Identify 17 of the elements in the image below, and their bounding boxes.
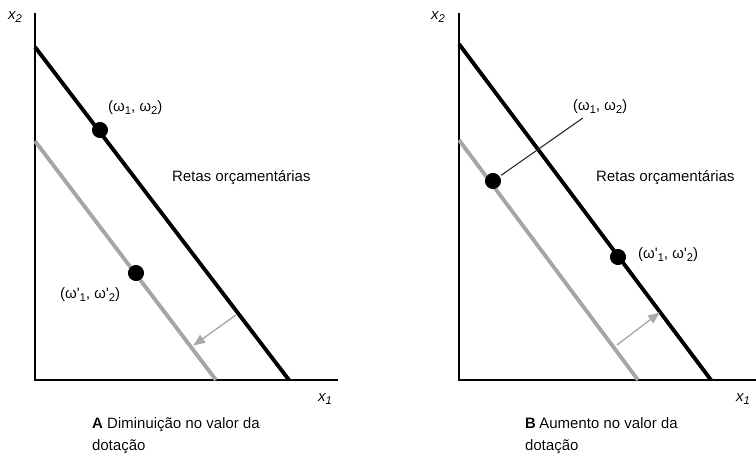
panel-caption: A Diminuição no valor da dotação xyxy=(92,414,261,456)
endowment-point xyxy=(610,249,626,265)
endowment-point xyxy=(128,265,144,281)
curve-label: Retas orçamentárias xyxy=(596,167,736,187)
axis-label: x$_{1}$ xyxy=(318,387,333,408)
curve-label: Retas orçamentárias xyxy=(172,167,312,187)
point-label: (ω$_{1}$, ω$_{2}$) xyxy=(108,97,162,118)
leader-line xyxy=(500,117,584,176)
axis-label: x$_{2}$ xyxy=(431,5,446,26)
point-label: (ω'$_{1}$, ω'$_{2}$) xyxy=(60,284,120,306)
endowment-point xyxy=(92,122,108,138)
axis-label: x$_{1}$ xyxy=(736,387,751,408)
point-label: (ω'$_{1}$, ω'$_{2}$) xyxy=(638,244,698,266)
endowment-point xyxy=(485,173,501,189)
point-label: (ω$_{1}$, ω$_{2}$) xyxy=(572,96,628,118)
axis-label: x$_{2}$ xyxy=(8,5,23,26)
panel-caption: B Aumento no valor da dotação xyxy=(525,414,679,456)
